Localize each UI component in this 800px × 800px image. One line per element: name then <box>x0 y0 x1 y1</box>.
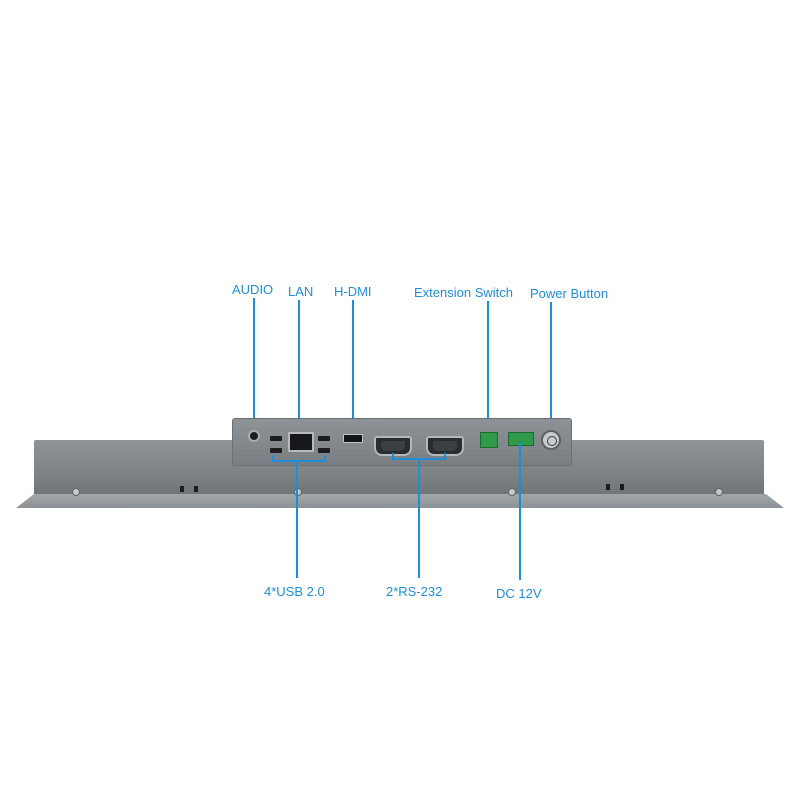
bracket-usb <box>272 460 326 462</box>
leader-hdmi <box>352 300 354 424</box>
label-rs232: 2*RS-232 <box>386 584 443 599</box>
usb-port <box>318 436 330 441</box>
leader-audio <box>253 298 255 426</box>
leader-power-button <box>550 302 552 424</box>
screw <box>72 488 80 496</box>
label-hdmi: H-DMI <box>334 284 372 299</box>
bracket-usb-right <box>324 455 326 461</box>
vent-slot <box>620 484 624 490</box>
screw <box>715 488 723 496</box>
bracket-usb-left <box>272 455 274 461</box>
leader-dc <box>519 442 521 580</box>
bracket-rs232-left <box>392 453 394 459</box>
label-extension-switch: Extension Switch <box>414 285 513 300</box>
usb-port <box>270 448 282 453</box>
usb-port <box>318 448 330 453</box>
hdmi-port <box>343 434 363 443</box>
power-button-icon <box>541 430 561 450</box>
audio-jack <box>248 430 260 442</box>
vent-slot <box>180 486 184 492</box>
vent-slot <box>194 486 198 492</box>
bracket-rs232-right <box>444 453 446 459</box>
leader-lan <box>298 300 300 432</box>
extension-switch-terminal <box>480 432 498 448</box>
leader-usb <box>296 460 298 578</box>
label-audio: AUDIO <box>232 282 274 297</box>
leader-extension-switch <box>487 301 489 429</box>
screw <box>294 488 302 496</box>
screw <box>508 488 516 496</box>
label-dc: DC 12V <box>496 586 542 601</box>
vent-slot <box>606 484 610 490</box>
usb-port <box>270 436 282 441</box>
label-power-button: Power Button <box>530 286 609 301</box>
lan-port <box>288 432 314 452</box>
label-usb: 4*USB 2.0 <box>264 584 325 599</box>
label-lan: LAN <box>288 284 314 299</box>
dc-terminal <box>508 432 534 446</box>
leader-rs232 <box>418 458 420 578</box>
panel-bezel <box>16 494 784 508</box>
